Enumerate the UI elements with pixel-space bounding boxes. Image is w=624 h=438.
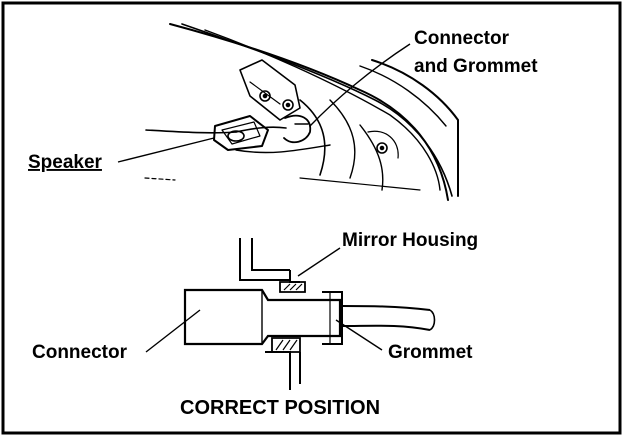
speaker-label: Speaker [28,152,103,173]
connector-and-grommet-label-line2: and Grommet [414,56,538,77]
speaker-leader [117,137,215,163]
grommet-label: Grommet [388,342,473,363]
door-panel-illustration [144,23,459,201]
mirror-housing-label: Mirror Housing [342,230,478,251]
diagram-caption: CORRECT POSITION [180,397,380,419]
connector-and-grommet-label-line1: Connector [414,28,510,49]
connector-label: Connector [32,342,128,363]
correct-position-cross-section [183,238,436,390]
mirror-housing-leader [297,247,341,277]
grommet-leader [335,319,383,351]
connector-leader [145,309,201,353]
connector-and-grommet-leader [309,43,411,127]
